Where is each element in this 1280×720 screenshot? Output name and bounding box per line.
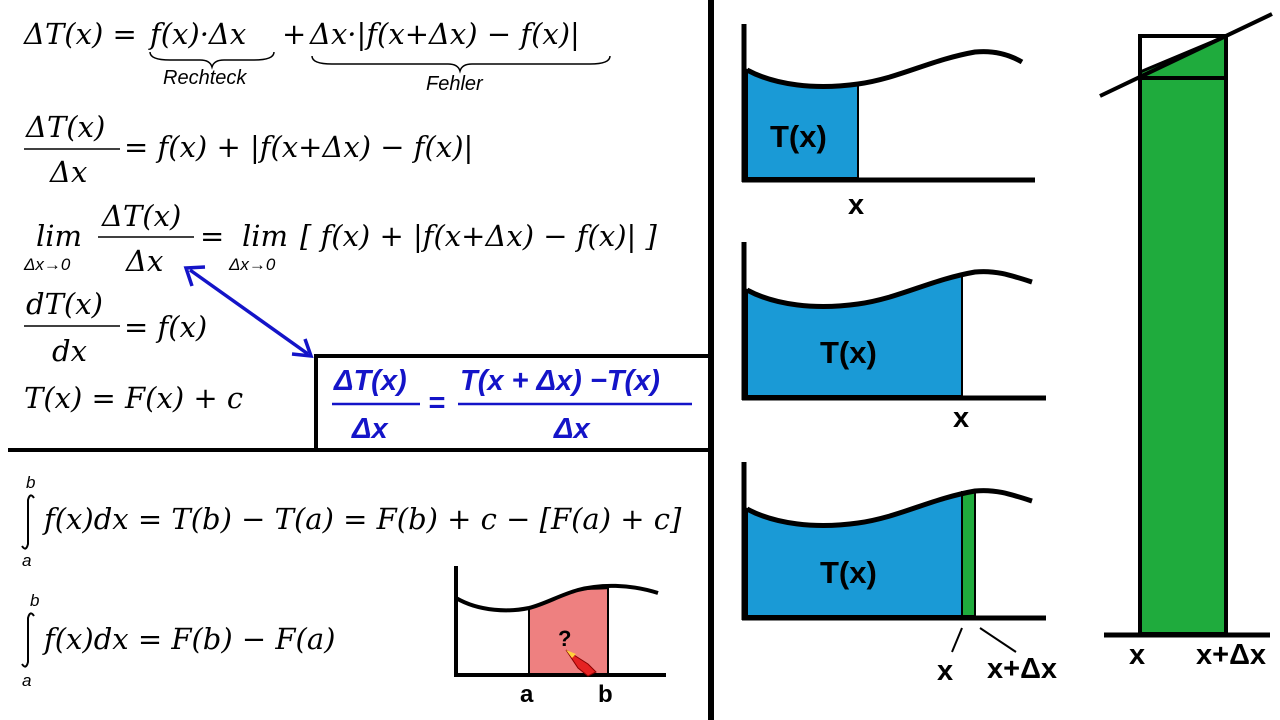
brace-rechteck (149, 51, 275, 70)
question-mark: ? (558, 626, 571, 651)
box-equals: = (428, 387, 445, 419)
box-denominator: Δx (351, 413, 389, 445)
area-label: T(x) (820, 335, 877, 370)
int1-upper-limit: b (26, 473, 35, 492)
curve (745, 49, 1024, 89)
f3-equals: = (200, 219, 224, 253)
x-label: x (953, 402, 969, 434)
f4-numerator: dT(x) (26, 287, 103, 321)
f3-numerator: ΔT(x) (101, 199, 181, 233)
curve (454, 583, 659, 613)
int2-upper-limit: b (30, 591, 39, 610)
curve (745, 269, 1033, 309)
small-area-graph: a b ? (454, 566, 666, 708)
f1-lhs: ΔT(x) = (23, 17, 137, 51)
x-label: x (937, 655, 953, 687)
int2-lower-limit: a (22, 671, 31, 690)
f1-term-rectangle: f(x)·Δx (148, 17, 246, 51)
formula-difference-quotient: ΔT(x) Δx = f(x) + |f(x+Δx) − f(x)| (24, 110, 473, 189)
pointer-hand-icon (565, 649, 597, 677)
curve (745, 488, 1033, 528)
label-b: b (598, 681, 613, 708)
formula-derivative: dT(x) dx = f(x) (24, 287, 207, 368)
formula-delta-t: ΔT(x) = f(x)·Δx + Δx·|f(x+Δx) − f(x)| Re… (23, 17, 611, 95)
int1-body: f(x)dx = T(b) − T(a) = F(b) + c − [F(a) … (42, 502, 682, 536)
int1-lower-limit: a (22, 551, 31, 570)
brace-fehler (311, 55, 611, 74)
f4-denominator: dx (52, 334, 87, 368)
f3-lim-subscript: Δx→0 (23, 255, 71, 274)
box-rhs-denominator: Δx (553, 413, 591, 445)
f3-lim-rhs-subscript: Δx→0 (228, 255, 276, 274)
zoomed-strip: x x+Δx (1099, 12, 1273, 671)
integral-sign (21, 494, 35, 550)
graph-2: T(x) x (741, 242, 1046, 434)
graph-3: T(x) x x+Δx (741, 462, 1057, 687)
int2-body: f(x)dx = F(b) − F(a) (42, 622, 335, 656)
f4-rhs: = f(x) (124, 310, 207, 344)
strip-rectangle (1138, 76, 1228, 636)
f1-plus: + (282, 17, 306, 51)
integral-formula-1: b a f(x)dx = T(b) − T(a) = F(b) + c − [F… (21, 473, 682, 570)
f2-numerator: ΔT(x) (25, 110, 105, 144)
tangent-line (1099, 12, 1273, 98)
area-label: T(x) (770, 119, 827, 154)
x-label: x (1129, 639, 1145, 671)
overestimate-box (1138, 34, 1228, 80)
f3-rhs: [ f(x) + |f(x+Δx) − f(x)| ] (300, 219, 658, 253)
formula-antiderivative: T(x) = F(x) + c (24, 381, 243, 415)
box-numerator: ΔT(x) (333, 365, 407, 397)
area-label: T(x) (820, 555, 877, 590)
box-rhs-numerator: T(x + Δx) −T(x) (460, 365, 660, 397)
x-plus-dx-label: x+Δx (1196, 639, 1266, 671)
x-plus-dx-label: x+Δx (987, 653, 1057, 685)
f2-rhs: = f(x) + |f(x+Δx) − f(x)| (124, 130, 473, 164)
f2-denominator: Δx (49, 155, 87, 189)
double-arrow (183, 265, 314, 359)
formula-limit: lim Δx→0 ΔT(x) Δx = lim Δx→0 [ f(x) + |f… (23, 199, 658, 278)
label-a: a (520, 681, 534, 708)
f3-lim: lim (36, 219, 82, 253)
integral-formula-2: b a f(x)dx = F(b) − F(a) (21, 591, 335, 690)
f3-lim-rhs: lim (242, 219, 288, 253)
delta-strip (961, 491, 976, 617)
f1-term-error: Δx·|f(x+Δx) − f(x)| (309, 17, 580, 51)
f3-denominator: Δx (125, 244, 163, 278)
brace-label-fehler: Fehler (426, 73, 484, 95)
x-label: x (848, 189, 864, 221)
brace-label-rechteck: Rechteck (163, 67, 247, 89)
graph-1: T(x) x (741, 24, 1035, 221)
definition-box: ΔT(x) Δx = T(x + Δx) −T(x) Δx (314, 354, 713, 452)
integral-sign (21, 612, 35, 668)
